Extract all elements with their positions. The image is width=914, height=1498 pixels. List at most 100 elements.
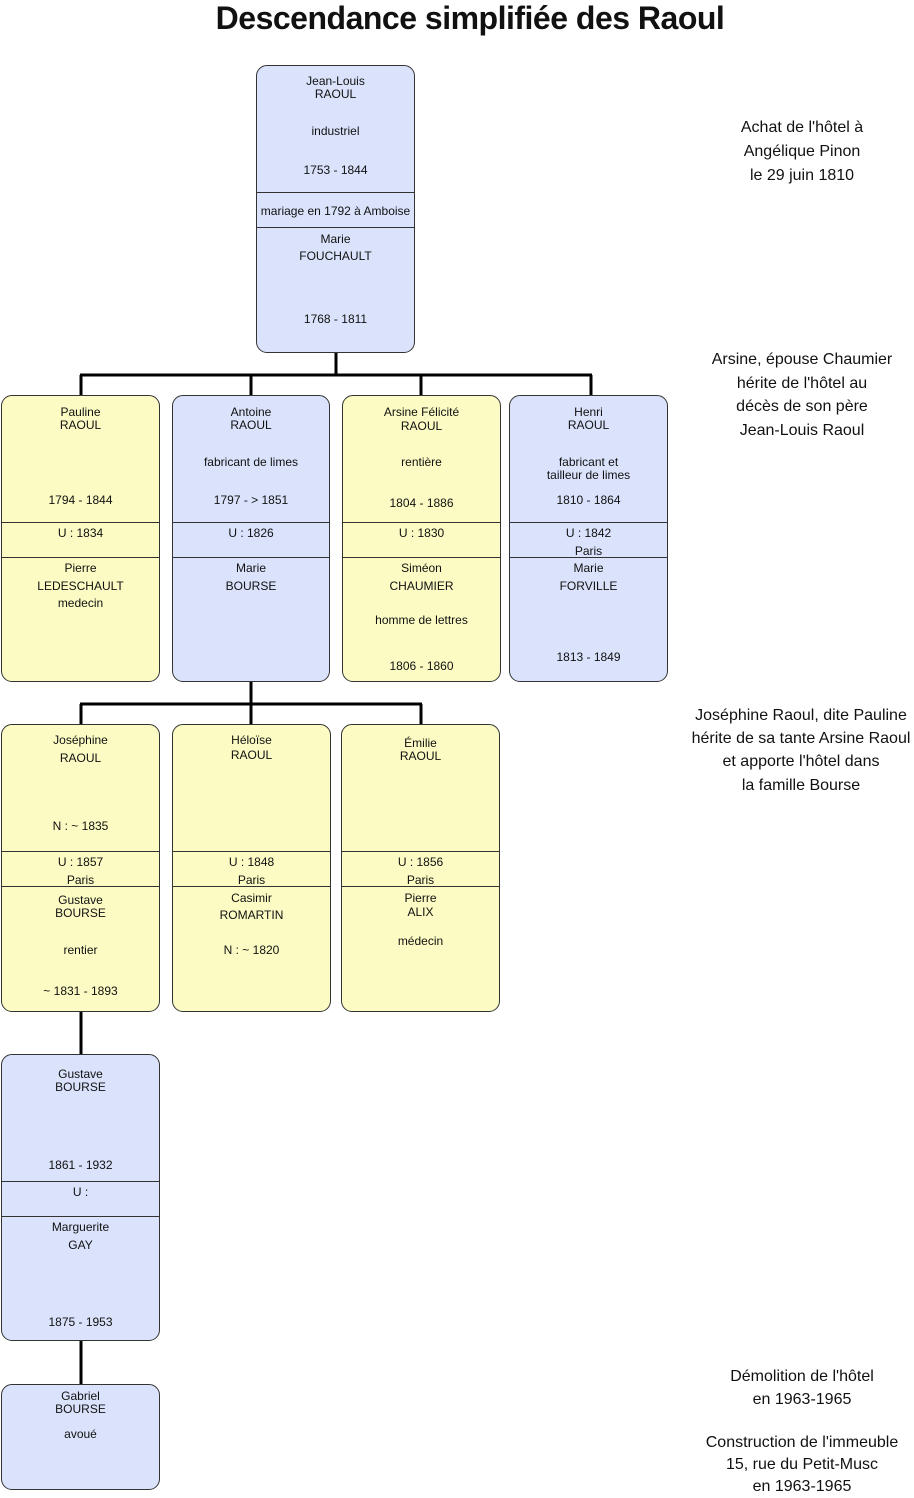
spouse-first-name: Marie [573, 561, 604, 575]
spouse-dates: 1875 - 1953 [48, 1315, 113, 1329]
person-dates: 1804 - 1886 [389, 496, 454, 510]
spouse-last-name: BOURSE [55, 906, 106, 920]
person-last-name: BOURSE [55, 1080, 106, 1094]
note-achat: Achat de l'hôtel à Angélique Pinon le 29… [690, 116, 914, 188]
note-line: Démolition de l'hôtel [730, 1368, 874, 1385]
divider [510, 522, 667, 523]
note-line: hérite de l'hôtel au [736, 375, 868, 392]
spouse-last-name: LEDESCHAULT [37, 579, 124, 593]
union-info: U : 1842 [565, 526, 612, 540]
person-first-name: Henri [574, 405, 603, 419]
spouse-last-name: ROMARTIN [219, 908, 284, 922]
person-box-henri: Henri RAOUL fabricant et tailleur de lim… [509, 395, 668, 682]
spouse-first-name: Pierre [404, 891, 437, 905]
spouse-occupation: homme de lettres [375, 613, 468, 627]
person-last-name: RAOUL [230, 748, 273, 762]
person-last-name: RAOUL [230, 418, 272, 432]
person-occupation: fabricant de limes [203, 455, 299, 469]
spouse-first-name: Pierre [64, 561, 97, 575]
person-box-josephine: Joséphine RAOUL N : ~ 1835 U : 1857 Pari… [1, 724, 160, 1012]
union-place: Paris [66, 873, 95, 887]
spouse-last-name: BOURSE [225, 579, 277, 593]
person-last-name: RAOUL [567, 418, 610, 432]
person-last-name: RAOUL [59, 418, 102, 432]
person-dates: 1810 - 1864 [556, 493, 621, 507]
note-construction: Construction de l'immeuble 15, rue du Pe… [690, 1431, 914, 1496]
spouse-first-name: Casimir [231, 891, 272, 905]
note-line: Joséphine Raoul, dite Pauline [695, 707, 907, 724]
divider [342, 886, 499, 887]
person-dates: 1753 - 1844 [303, 163, 368, 177]
spouse-occupation: rentier [63, 943, 98, 957]
note-line: la famille Bourse [741, 777, 861, 794]
person-first-name: Héloïse [231, 733, 272, 747]
spouse-dates: 1768 - 1811 [303, 312, 368, 326]
person-occupation: rentière [401, 455, 442, 469]
spouse-dates: 1806 - 1860 [389, 659, 454, 673]
note-line: hérite de sa tante Arsine Raoul [691, 730, 911, 747]
note-line: le 29 juin 1810 [749, 167, 855, 184]
note-josephine: Joséphine Raoul, dite Pauline hérite de … [688, 704, 914, 800]
person-box-heloise: Héloïse RAOUL U : 1848 Paris Casimir ROM… [172, 724, 331, 1012]
spouse-occupation: médecin [397, 934, 444, 948]
spouse-last-name: FORVILLE [559, 579, 618, 593]
divider [510, 557, 667, 558]
divider [173, 557, 329, 558]
union-info: U : 1834 [57, 526, 104, 540]
person-first-name: Gustave [58, 1067, 103, 1081]
divider [2, 557, 159, 558]
spouse-first-name: Marie [320, 232, 351, 246]
person-box-gabriel: Gabriel BOURSE avoué [1, 1384, 160, 1490]
note-arsine: Arsine, épouse Chaumier hérite de l'hôte… [690, 348, 914, 444]
union-info: U : 1857 [57, 855, 104, 869]
spouse-dates: N : ~ 1820 [223, 943, 280, 957]
divider [173, 522, 329, 523]
note-line: en 1963-1965 [752, 1478, 852, 1495]
person-occupation: avoué [64, 1427, 97, 1441]
person-first-name: Arsine Félicité [383, 405, 460, 419]
divider [343, 522, 500, 523]
person-first-name: Gabriel [61, 1389, 100, 1403]
spouse-dates: 1813 - 1849 [556, 650, 621, 664]
spouse-first-name: Marguerite [51, 1220, 110, 1234]
person-first-name: Pauline [60, 405, 101, 419]
person-occupation-line2: tailleur de limes [546, 468, 631, 482]
divider [257, 192, 414, 193]
person-dates: N : ~ 1835 [52, 819, 109, 833]
note-line: Arsine, épouse Chaumier [711, 351, 893, 368]
note-demolition: Démolition de l'hôtel en 1963-1965 [690, 1365, 914, 1413]
union-place: Paris [237, 873, 266, 887]
divider [2, 851, 159, 852]
spouse-last-name: FOUCHAULT [299, 249, 372, 263]
divider [342, 851, 499, 852]
union-info: U : [72, 1185, 89, 1199]
person-dates: 1794 - 1844 [48, 493, 113, 507]
union-info: U : 1830 [398, 526, 445, 540]
note-line: Angélique Pinon [743, 143, 861, 160]
divider [2, 886, 159, 887]
divider [343, 557, 500, 558]
person-box-arsine: Arsine Félicité RAOUL rentière 1804 - 18… [342, 395, 501, 682]
spouse-last-name: ALIX [407, 905, 434, 919]
spouse-occupation: medecin [57, 596, 104, 610]
person-dates: 1797 - > 1851 [213, 493, 289, 507]
union-info: U : 1856 [397, 855, 444, 869]
spouse-last-name: GAY [68, 1238, 93, 1252]
person-first-name: Émilie [404, 736, 437, 750]
note-line: en 1963-1965 [752, 1391, 852, 1408]
note-line: 15, rue du Petit-Musc [725, 1456, 879, 1473]
divider [173, 851, 330, 852]
spouse-first-name: Marie [235, 561, 266, 575]
note-line: et apporte l'hôtel dans [722, 753, 880, 770]
person-occupation: industriel [311, 124, 360, 138]
diagram-title: Descendance simplifiée des Raoul [215, 0, 725, 36]
person-box-antoine: Antoine RAOUL fabricant de limes 1797 - … [172, 395, 330, 682]
union-place: Paris [574, 544, 603, 558]
person-last-name: RAOUL [400, 419, 443, 433]
note-line: Jean-Louis Raoul [739, 422, 865, 439]
divider [2, 522, 159, 523]
person-occupation-line1: fabricant et [558, 455, 619, 469]
union-info: U : 1826 [228, 526, 274, 540]
person-last-name: BOURSE [55, 1402, 106, 1416]
